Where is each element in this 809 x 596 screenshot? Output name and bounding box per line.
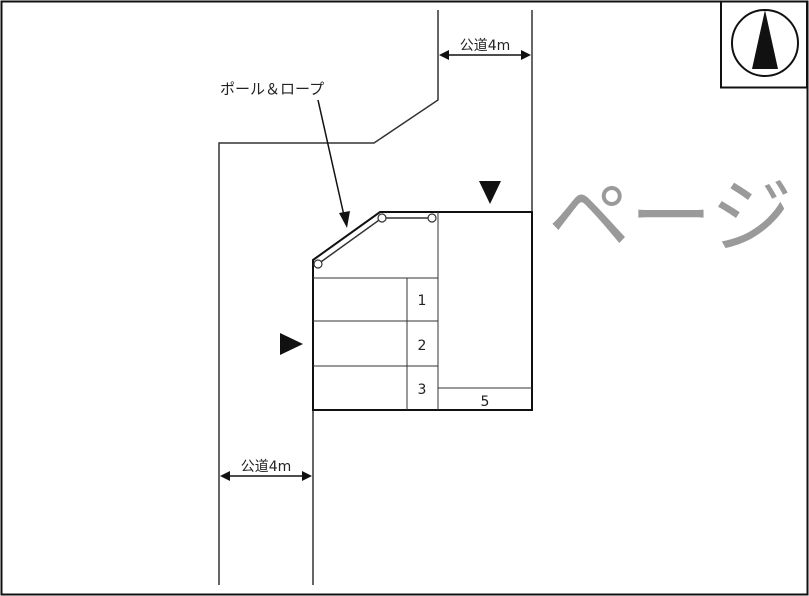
dimension-arrowhead: [439, 50, 449, 60]
pole-marker: [313, 259, 323, 269]
dimension-arrowhead: [521, 50, 531, 60]
pole-rope-label: ポール＆ロープ: [220, 80, 324, 98]
dimension-arrowhead: [302, 471, 312, 481]
parking-lot: 1 2 3 5: [312, 211, 533, 411]
pole-rope-leader: [317, 99, 346, 221]
space-5-label: 5: [481, 394, 490, 410]
compass: [720, 0, 808, 89]
dimension-arrowhead: [220, 471, 230, 481]
pole-rope-leader-arrowhead: [339, 211, 350, 228]
watermark-text: ページ: [548, 170, 792, 265]
road-dimension-left: 公道4m: [220, 459, 312, 481]
entrance-arrow-down-icon: [479, 181, 501, 204]
road-top-label: 公道4m: [460, 38, 511, 54]
lot-outline: [312, 211, 533, 411]
north-arrow-icon: [752, 10, 778, 69]
pole-marker: [427, 213, 437, 223]
space-1-label: 1: [418, 293, 427, 309]
space-2-label: 2: [418, 338, 427, 354]
road-left-label: 公道4m: [241, 459, 292, 475]
road-lines: [218, 10, 533, 585]
rope-line: [317, 217, 432, 265]
road-top-left-edge: [218, 10, 439, 585]
pole-rope: ポール＆ロープ: [220, 80, 437, 269]
space-3-label: 3: [418, 382, 427, 398]
entrance-arrow-right-icon: [280, 333, 303, 355]
road-dimension-top: 公道4m: [439, 38, 531, 60]
pole-marker: [377, 213, 387, 223]
